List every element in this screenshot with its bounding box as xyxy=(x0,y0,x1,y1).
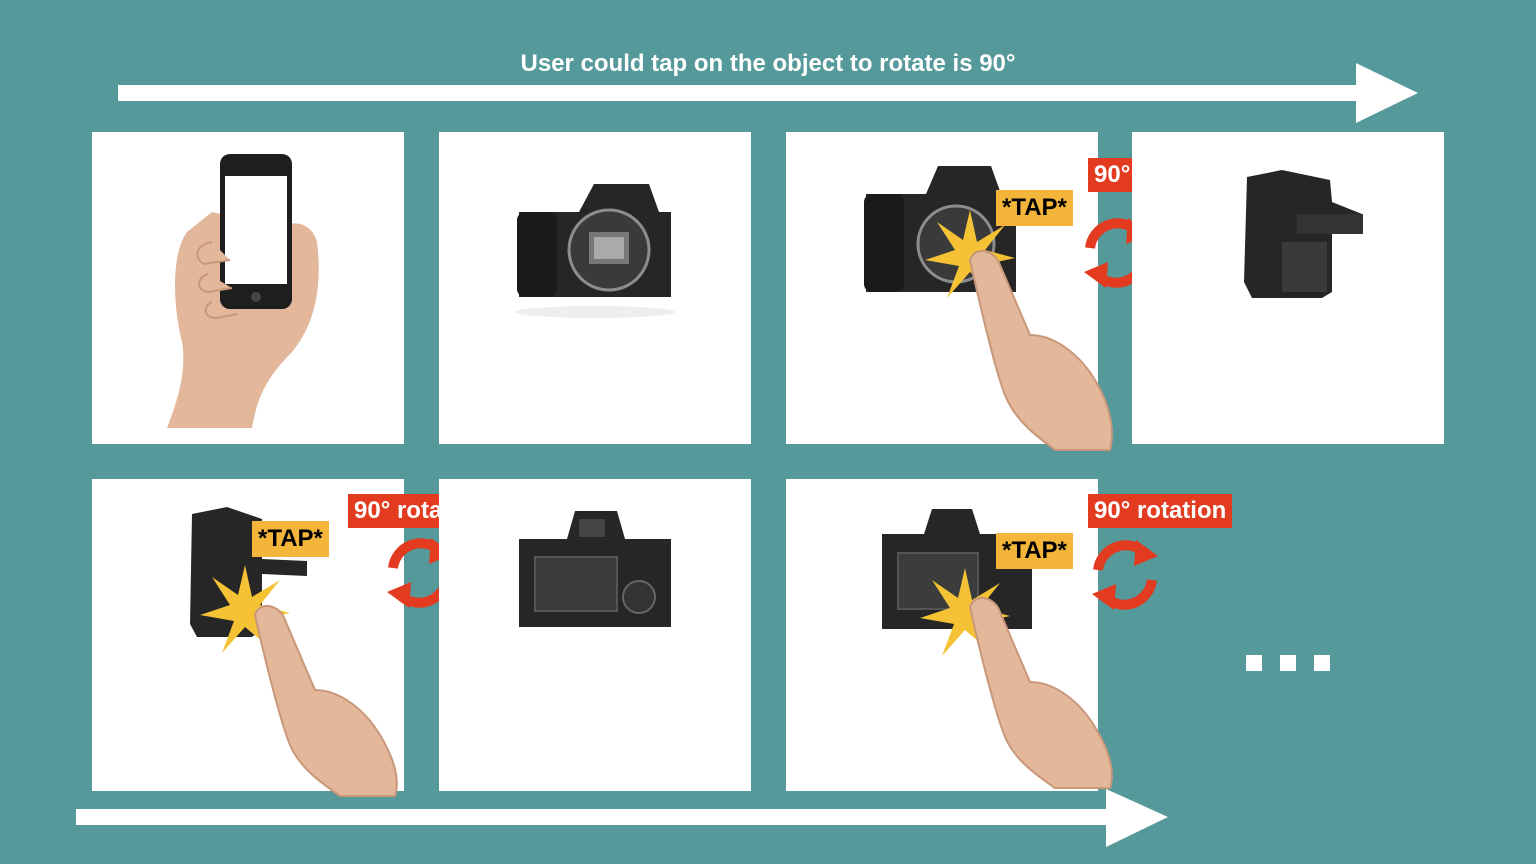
star-burst-icon xyxy=(200,565,290,653)
camera-side-icon xyxy=(1244,170,1363,298)
ellipsis-icon xyxy=(1246,655,1330,671)
ellipsis-dot xyxy=(1314,655,1330,671)
tap-label: *TAP* xyxy=(252,521,329,557)
finger-tap-icon xyxy=(968,597,1113,789)
finger-tap-icon xyxy=(968,250,1113,451)
star-burst-icon xyxy=(925,210,1015,298)
finger-tap-icon xyxy=(253,605,398,797)
panel-camera-front xyxy=(439,132,751,444)
phone-in-hand-icon xyxy=(167,154,319,428)
rotate-icon xyxy=(1092,540,1158,610)
bottom-arrow xyxy=(76,789,1168,847)
panel-camera-side xyxy=(1132,132,1444,444)
rotation-label: 90° rotation xyxy=(1088,494,1233,528)
tap-label: *TAP* xyxy=(996,533,1073,569)
ellipsis-dot xyxy=(1280,655,1296,671)
star-burst-icon xyxy=(920,568,1010,656)
panel-phone xyxy=(92,132,404,444)
camera-front-icon xyxy=(515,184,675,318)
ellipsis-dot xyxy=(1246,655,1262,671)
panel-camera-back xyxy=(439,479,751,791)
camera-back-icon xyxy=(519,511,671,627)
top-arrow xyxy=(118,63,1418,123)
diagram-title: User could tap on the object to rotate i… xyxy=(520,50,1016,77)
camera-side-icon xyxy=(190,507,307,637)
tap-label: *TAP* xyxy=(996,190,1073,226)
